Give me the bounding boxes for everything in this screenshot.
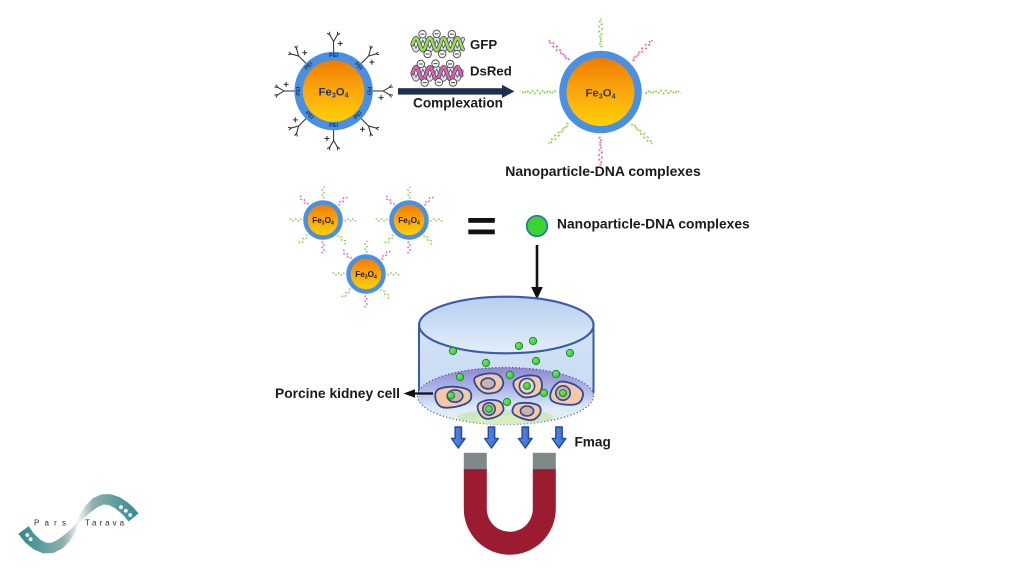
svg-text:GFP: GFP (470, 37, 497, 52)
svg-text:Porcine kidney cell: Porcine kidney cell (275, 386, 400, 401)
svg-text:Tarava: Tarava (85, 519, 127, 528)
svg-text:PEI: PEI (296, 86, 302, 95)
svg-text:PEI: PEI (329, 53, 338, 59)
svg-text:PEI: PEI (365, 87, 371, 96)
svg-text:Nanoparticle-DNA complexes: Nanoparticle-DNA complexes (557, 217, 750, 232)
svg-text:Pars: Pars (34, 519, 71, 528)
svg-text:Fmag: Fmag (575, 435, 611, 450)
svg-text:Complexation: Complexation (413, 96, 503, 111)
svg-text:Nanoparticle-DNA complexes: Nanoparticle-DNA complexes (505, 163, 701, 179)
svg-text:PEI: PEI (329, 123, 338, 129)
svg-text:DsRed: DsRed (470, 64, 512, 79)
